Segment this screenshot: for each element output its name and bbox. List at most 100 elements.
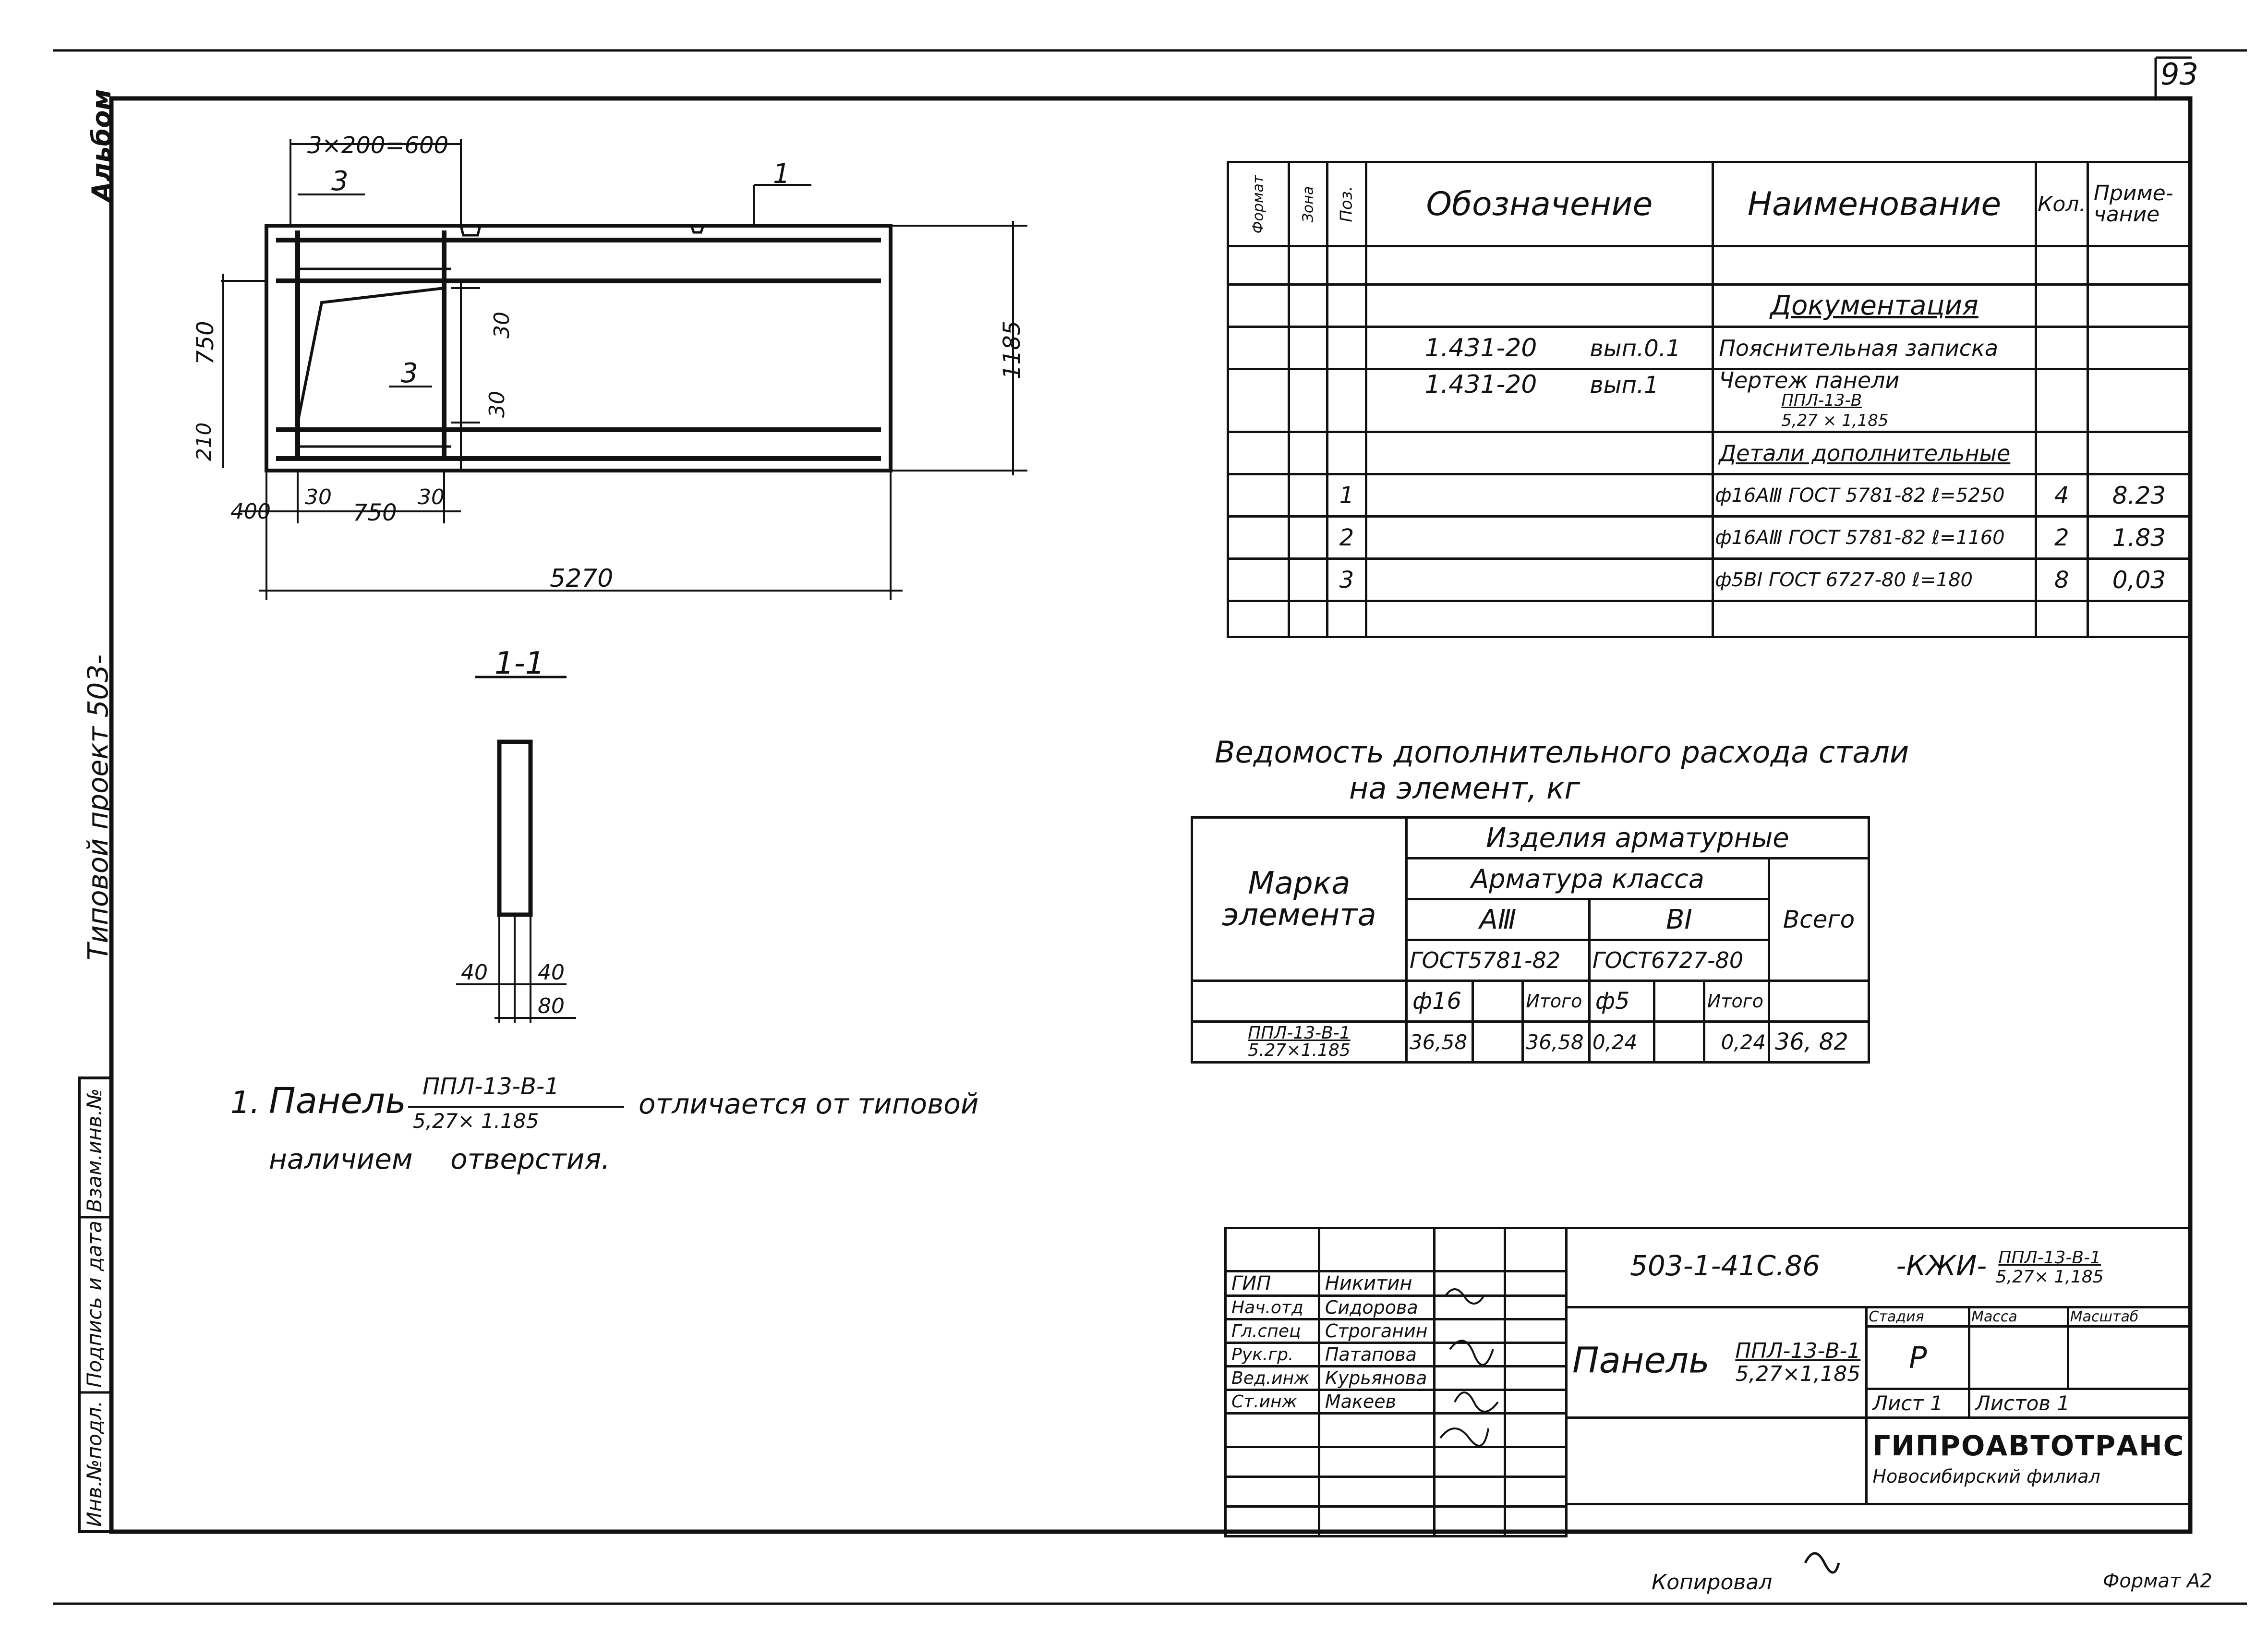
spec-r1-code2: вып.0.1 (1590, 335, 1681, 362)
note-text-c: наличием отверстия. (269, 1143, 610, 1175)
stamp-sign: Подпись и дата (83, 1221, 106, 1388)
dim-30-b: 30 (485, 391, 509, 418)
sheet-label: Лист 1 (1865, 1388, 1971, 1419)
spec-h-zone: Зона (1300, 186, 1317, 222)
spec-r4-qty: 4 (2034, 473, 2089, 518)
steel-h-arm: Арматура класса (1405, 857, 1771, 900)
dim-210-vert: 210 (192, 422, 216, 461)
title-panel: Панель (1572, 1340, 1710, 1381)
spec-r5-note: 1.83 (2086, 515, 2192, 560)
name-4: Курьянова (1317, 1365, 1436, 1391)
section-mark-mid: 3 (401, 358, 418, 389)
steel-marka-bottom: 5.27×1.185 (1248, 1040, 1351, 1060)
section-dim-80: 80 (538, 994, 565, 1018)
steel-h-itog2: Итого (1702, 980, 1771, 1023)
role-3: Рук.гр. (1224, 1342, 1320, 1367)
h-scale: Масштаб (2066, 1306, 2192, 1328)
stage-value: Р (1865, 1325, 1971, 1390)
role-1: Нач.отд (1224, 1294, 1320, 1320)
format-label: Формат А2 (2103, 1570, 2212, 1592)
spec-r2-name: Чертеж панели (1719, 369, 1900, 393)
name-3: Патапова (1317, 1342, 1436, 1367)
steel-marka-top: ППЛ-13-В-1 (1248, 1023, 1351, 1043)
dim-400: 400 (230, 499, 271, 524)
spec-r6-pos: 3 (1326, 557, 1367, 602)
dim-750-vert: 750 (192, 321, 219, 365)
name-5: Макеев (1317, 1389, 1436, 1415)
spec-r4-note: 8.23 (2086, 473, 2192, 518)
spec-r5-name: ф16АⅢ ГОСТ 5781-82 ℓ=1160 (1712, 515, 2037, 560)
steel-h-b1: ВⅠ (1588, 898, 1771, 941)
steel-h-total: Всего (1768, 857, 1870, 982)
spec-r6-note: 0,03 (2086, 557, 2192, 602)
org-branch: Новосибирский филиал (1872, 1465, 2100, 1487)
spec-r5-qty: 2 (2034, 515, 2089, 560)
section-mark-top: 3 (331, 166, 349, 197)
spec-r6-name: ф5ВⅠ ГОСТ 6727-80 ℓ=180 (1712, 557, 2037, 602)
section-title: 1-1 (495, 646, 545, 681)
spec-r1-code: 1.431-20 (1424, 333, 1537, 363)
dim-top: 3×200=600 (307, 132, 449, 159)
spec-r2-frac-bottom: 5,27 × 1,185 (1781, 411, 1889, 430)
steel-h-gost1: ГОСТ5781-82 (1405, 939, 1591, 982)
spec-r1-name: Пояснительная записка (1712, 326, 2037, 370)
note-text-b: отличается от типовой (639, 1088, 979, 1120)
dim-30-c: 30 (305, 485, 332, 509)
steel-h-izd: Изделия арматурные (1405, 816, 1870, 859)
spec-h-qty: Кол. (2034, 161, 2089, 247)
spec-r2-code: 1.431-20 (1424, 370, 1537, 399)
stamp-inv: Инв.№подл. (83, 1400, 106, 1527)
sheet-number: 93 (2160, 57, 2198, 92)
spec-r6-qty: 8 (2034, 557, 2089, 602)
steel-table: Марка элемента Изделия арматурные Армату… (1191, 816, 1870, 1064)
sheets-label: Листов 1 (1968, 1388, 2192, 1419)
spec-table: Формат Зона Поз. Обозначение Наименовани… (1227, 161, 2192, 638)
spec-r2-frac-top: ППЛ-13-В (1781, 391, 1862, 410)
dim-750-horiz: 750 (353, 499, 397, 526)
steel-v-f16: 36,58 (1405, 1020, 1474, 1064)
title-block-main: 503-1-41С.86 -КЖИ- ППЛ-13-В-1 5,27× 1,18… (1565, 1227, 2192, 1505)
doc-code: 503-1-41С.86 (1630, 1249, 1821, 1282)
spec-r5-pos: 2 (1326, 515, 1367, 560)
steel-v-f5: 0,24 (1588, 1020, 1655, 1064)
dim-5270: 5270 (550, 564, 614, 593)
name-0: Никитин (1317, 1270, 1436, 1297)
dim-30-a: 30 (490, 312, 514, 339)
spec-section-title: Документация (1712, 283, 2037, 328)
role-4: Вед.инж (1224, 1365, 1320, 1391)
steel-title-a: Ведомость дополнительного расхода стали (1215, 735, 1909, 770)
title-frac-top: ППЛ-13-В-1 (1735, 1338, 1861, 1363)
steel-h-f16: ф16 (1405, 980, 1474, 1023)
steel-v-itog1: 36,58 (1521, 1020, 1591, 1064)
role-2: Гл.спец (1224, 1318, 1320, 1344)
leader-1: 1 (773, 158, 790, 190)
stamp-vzam: Взам.инв.№ (83, 1088, 106, 1212)
doc-suffix: -КЖИ- (1896, 1249, 1987, 1282)
album-label: Альбом (86, 89, 117, 202)
section-dim-40a: 40 (461, 960, 488, 985)
doc-frac-bottom: 5,27× 1,185 (1995, 1267, 2104, 1287)
steel-v-itog2: 0,24 (1702, 1020, 1771, 1064)
steel-v-total: 36, 82 (1768, 1020, 1870, 1064)
steel-h-f5: ф5 (1588, 980, 1655, 1023)
spec-h-code: Обозначение (1364, 161, 1714, 247)
project-label: Типовой проект 503- (82, 654, 114, 960)
note-frac-top: ППЛ-13-В-1 (422, 1073, 559, 1100)
title-frac-bottom: 5,27×1,185 (1735, 1361, 1861, 1386)
spec-r3-name: Детали дополнительные (1712, 431, 2037, 475)
note-number: 1. (230, 1085, 260, 1121)
h-stage: Стадия (1865, 1306, 1971, 1328)
steel-h-itog1: Итого (1521, 980, 1591, 1023)
doc-frac-top: ППЛ-13-В-1 (1998, 1248, 2101, 1268)
spec-h-format: Формат (1250, 175, 1267, 233)
h-mass: Масса (1968, 1306, 2069, 1328)
dim-30-d: 30 (418, 485, 445, 509)
role-5: Ст.инж (1224, 1389, 1320, 1415)
note-text-a: Панель (269, 1080, 406, 1122)
spec-h-name: Наименование (1712, 161, 2037, 247)
spec-r4-name: ф16АⅢ ГОСТ 5781-82 ℓ=5250 (1712, 473, 2037, 518)
steel-title-b: на элемент, кг (1349, 771, 1580, 806)
dim-1185: 1185 (999, 320, 1025, 379)
section-dim-40b: 40 (538, 960, 565, 985)
